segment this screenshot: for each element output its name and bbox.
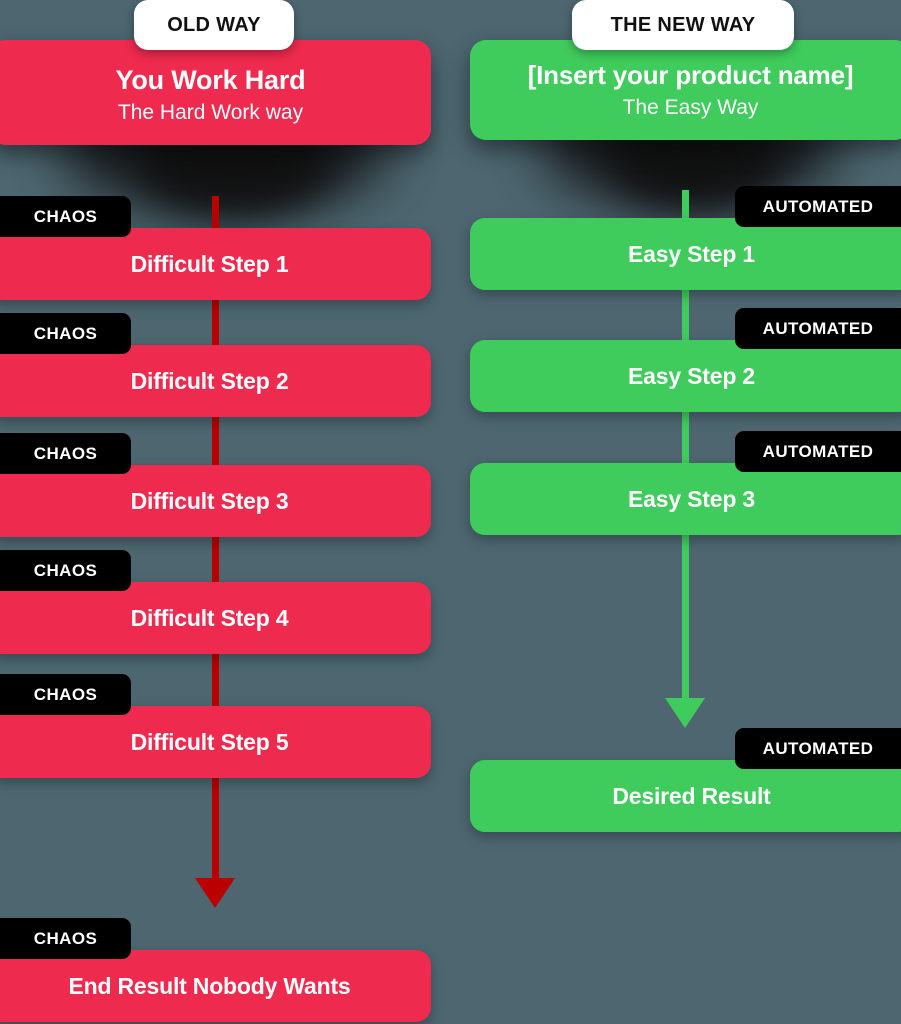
old-way-header-card: You Work Hard The Hard Work way bbox=[0, 40, 431, 145]
badge-chaos-result: CHAOS bbox=[0, 918, 131, 959]
badge-chaos-3: CHAOS bbox=[0, 433, 131, 474]
connector-old-5 bbox=[212, 782, 219, 882]
new-way-header-title: [Insert your product name] bbox=[527, 60, 854, 90]
badge-automated-2: AUTOMATED bbox=[735, 308, 901, 349]
old-way-header-title: You Work Hard bbox=[115, 65, 306, 95]
old-way-column: OLD WAY You Work Hard The Hard Work way … bbox=[0, 0, 431, 1024]
badge-automated-result: AUTOMATED bbox=[735, 728, 901, 769]
arrow-new-result bbox=[665, 698, 705, 728]
new-way-column: THE NEW WAY [Insert your product name] T… bbox=[470, 0, 901, 1024]
old-way-step-card-1[interactable]: Difficult Step 1 bbox=[0, 228, 431, 300]
old-way-step-card-4[interactable]: Difficult Step 4 bbox=[0, 582, 431, 654]
badge-chaos-1: CHAOS bbox=[0, 196, 131, 237]
new-way-header-card: [Insert your product name] The Easy Way bbox=[470, 40, 901, 140]
old-way-step-card-2[interactable]: Difficult Step 2 bbox=[0, 345, 431, 417]
new-way-step-card-3[interactable]: Easy Step 3 bbox=[470, 463, 901, 535]
old-way-result-card[interactable]: End Result Nobody Wants bbox=[0, 950, 431, 1022]
badge-chaos-5: CHAOS bbox=[0, 674, 131, 715]
badge-automated-1: AUTOMATED bbox=[735, 186, 901, 227]
new-way-result-card[interactable]: Desired Result bbox=[470, 760, 901, 832]
badge-chaos-4: CHAOS bbox=[0, 550, 131, 591]
old-way-step-card-3[interactable]: Difficult Step 3 bbox=[0, 465, 431, 537]
old-way-header-subtitle: The Hard Work way bbox=[117, 101, 304, 125]
old-way-pill-label: OLD WAY bbox=[134, 0, 294, 50]
badge-chaos-2: CHAOS bbox=[0, 313, 131, 354]
new-way-pill-label: THE NEW WAY bbox=[572, 0, 794, 50]
connector-new-3 bbox=[682, 535, 689, 700]
new-way-header-subtitle: The Easy Way bbox=[622, 96, 759, 120]
badge-automated-3: AUTOMATED bbox=[735, 431, 901, 472]
new-way-step-card-1[interactable]: Easy Step 1 bbox=[470, 218, 901, 290]
arrow-old-result bbox=[195, 878, 235, 908]
old-way-step-card-5[interactable]: Difficult Step 5 bbox=[0, 706, 431, 778]
new-way-step-card-2[interactable]: Easy Step 2 bbox=[470, 340, 901, 412]
